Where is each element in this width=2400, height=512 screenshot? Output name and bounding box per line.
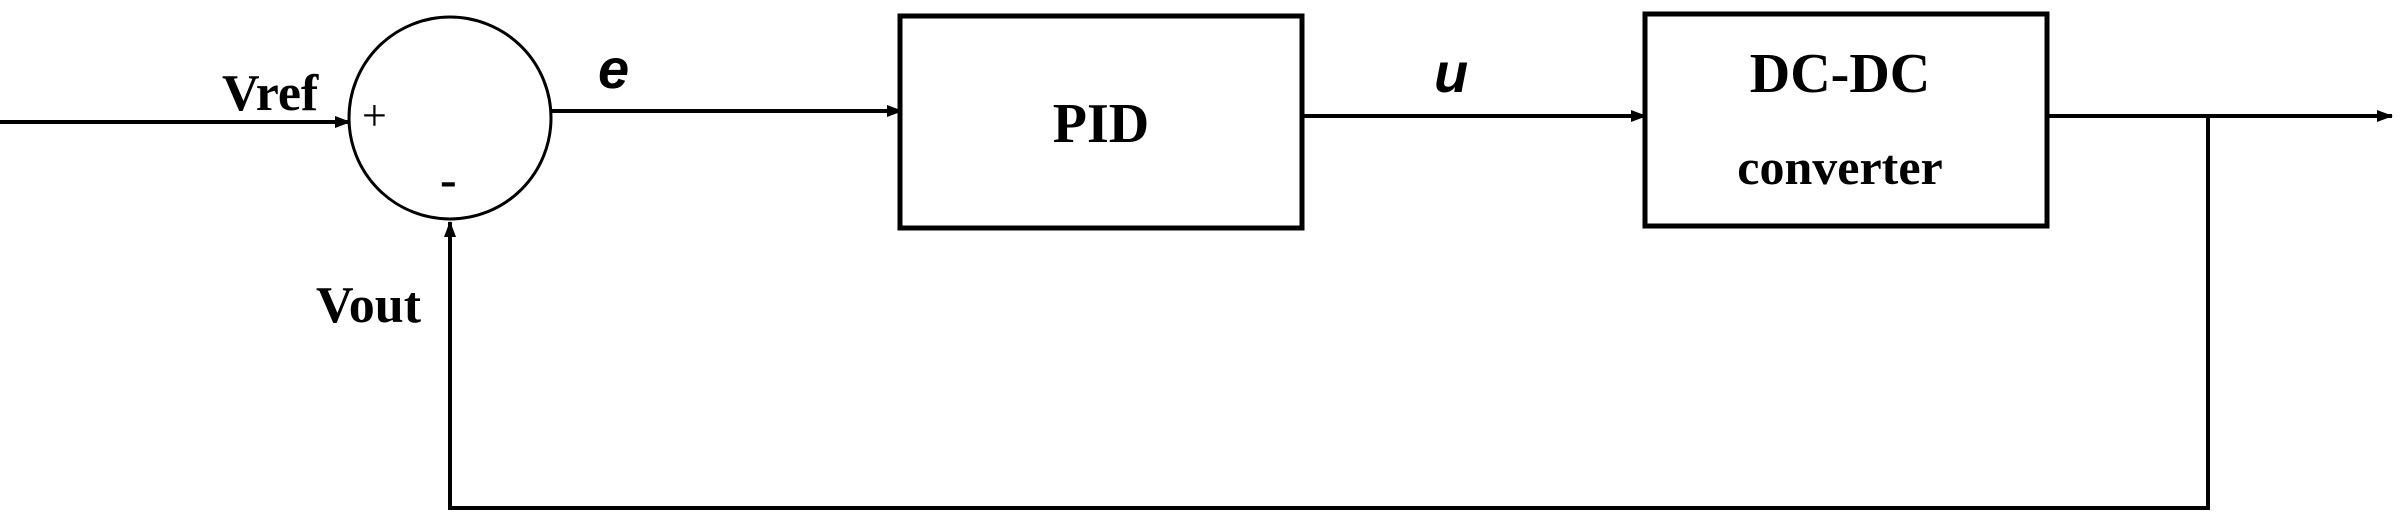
feedback-path <box>444 116 2210 510</box>
converter-block <box>1642 11 2050 229</box>
minus-sign: - <box>440 151 457 207</box>
summing-junction <box>347 15 553 221</box>
plus-sign: + <box>362 91 387 140</box>
converter-subtitle: converter <box>1737 139 1942 195</box>
error-signal-label: e <box>598 37 629 100</box>
vout-label: Vout <box>316 277 422 334</box>
converter-title: DC-DC <box>1750 43 1930 105</box>
pid-block <box>897 13 1305 231</box>
pid-block-label: PID <box>1053 93 1149 155</box>
vref-label: Vref <box>222 65 319 122</box>
control-signal-label: u <box>1434 41 1468 104</box>
